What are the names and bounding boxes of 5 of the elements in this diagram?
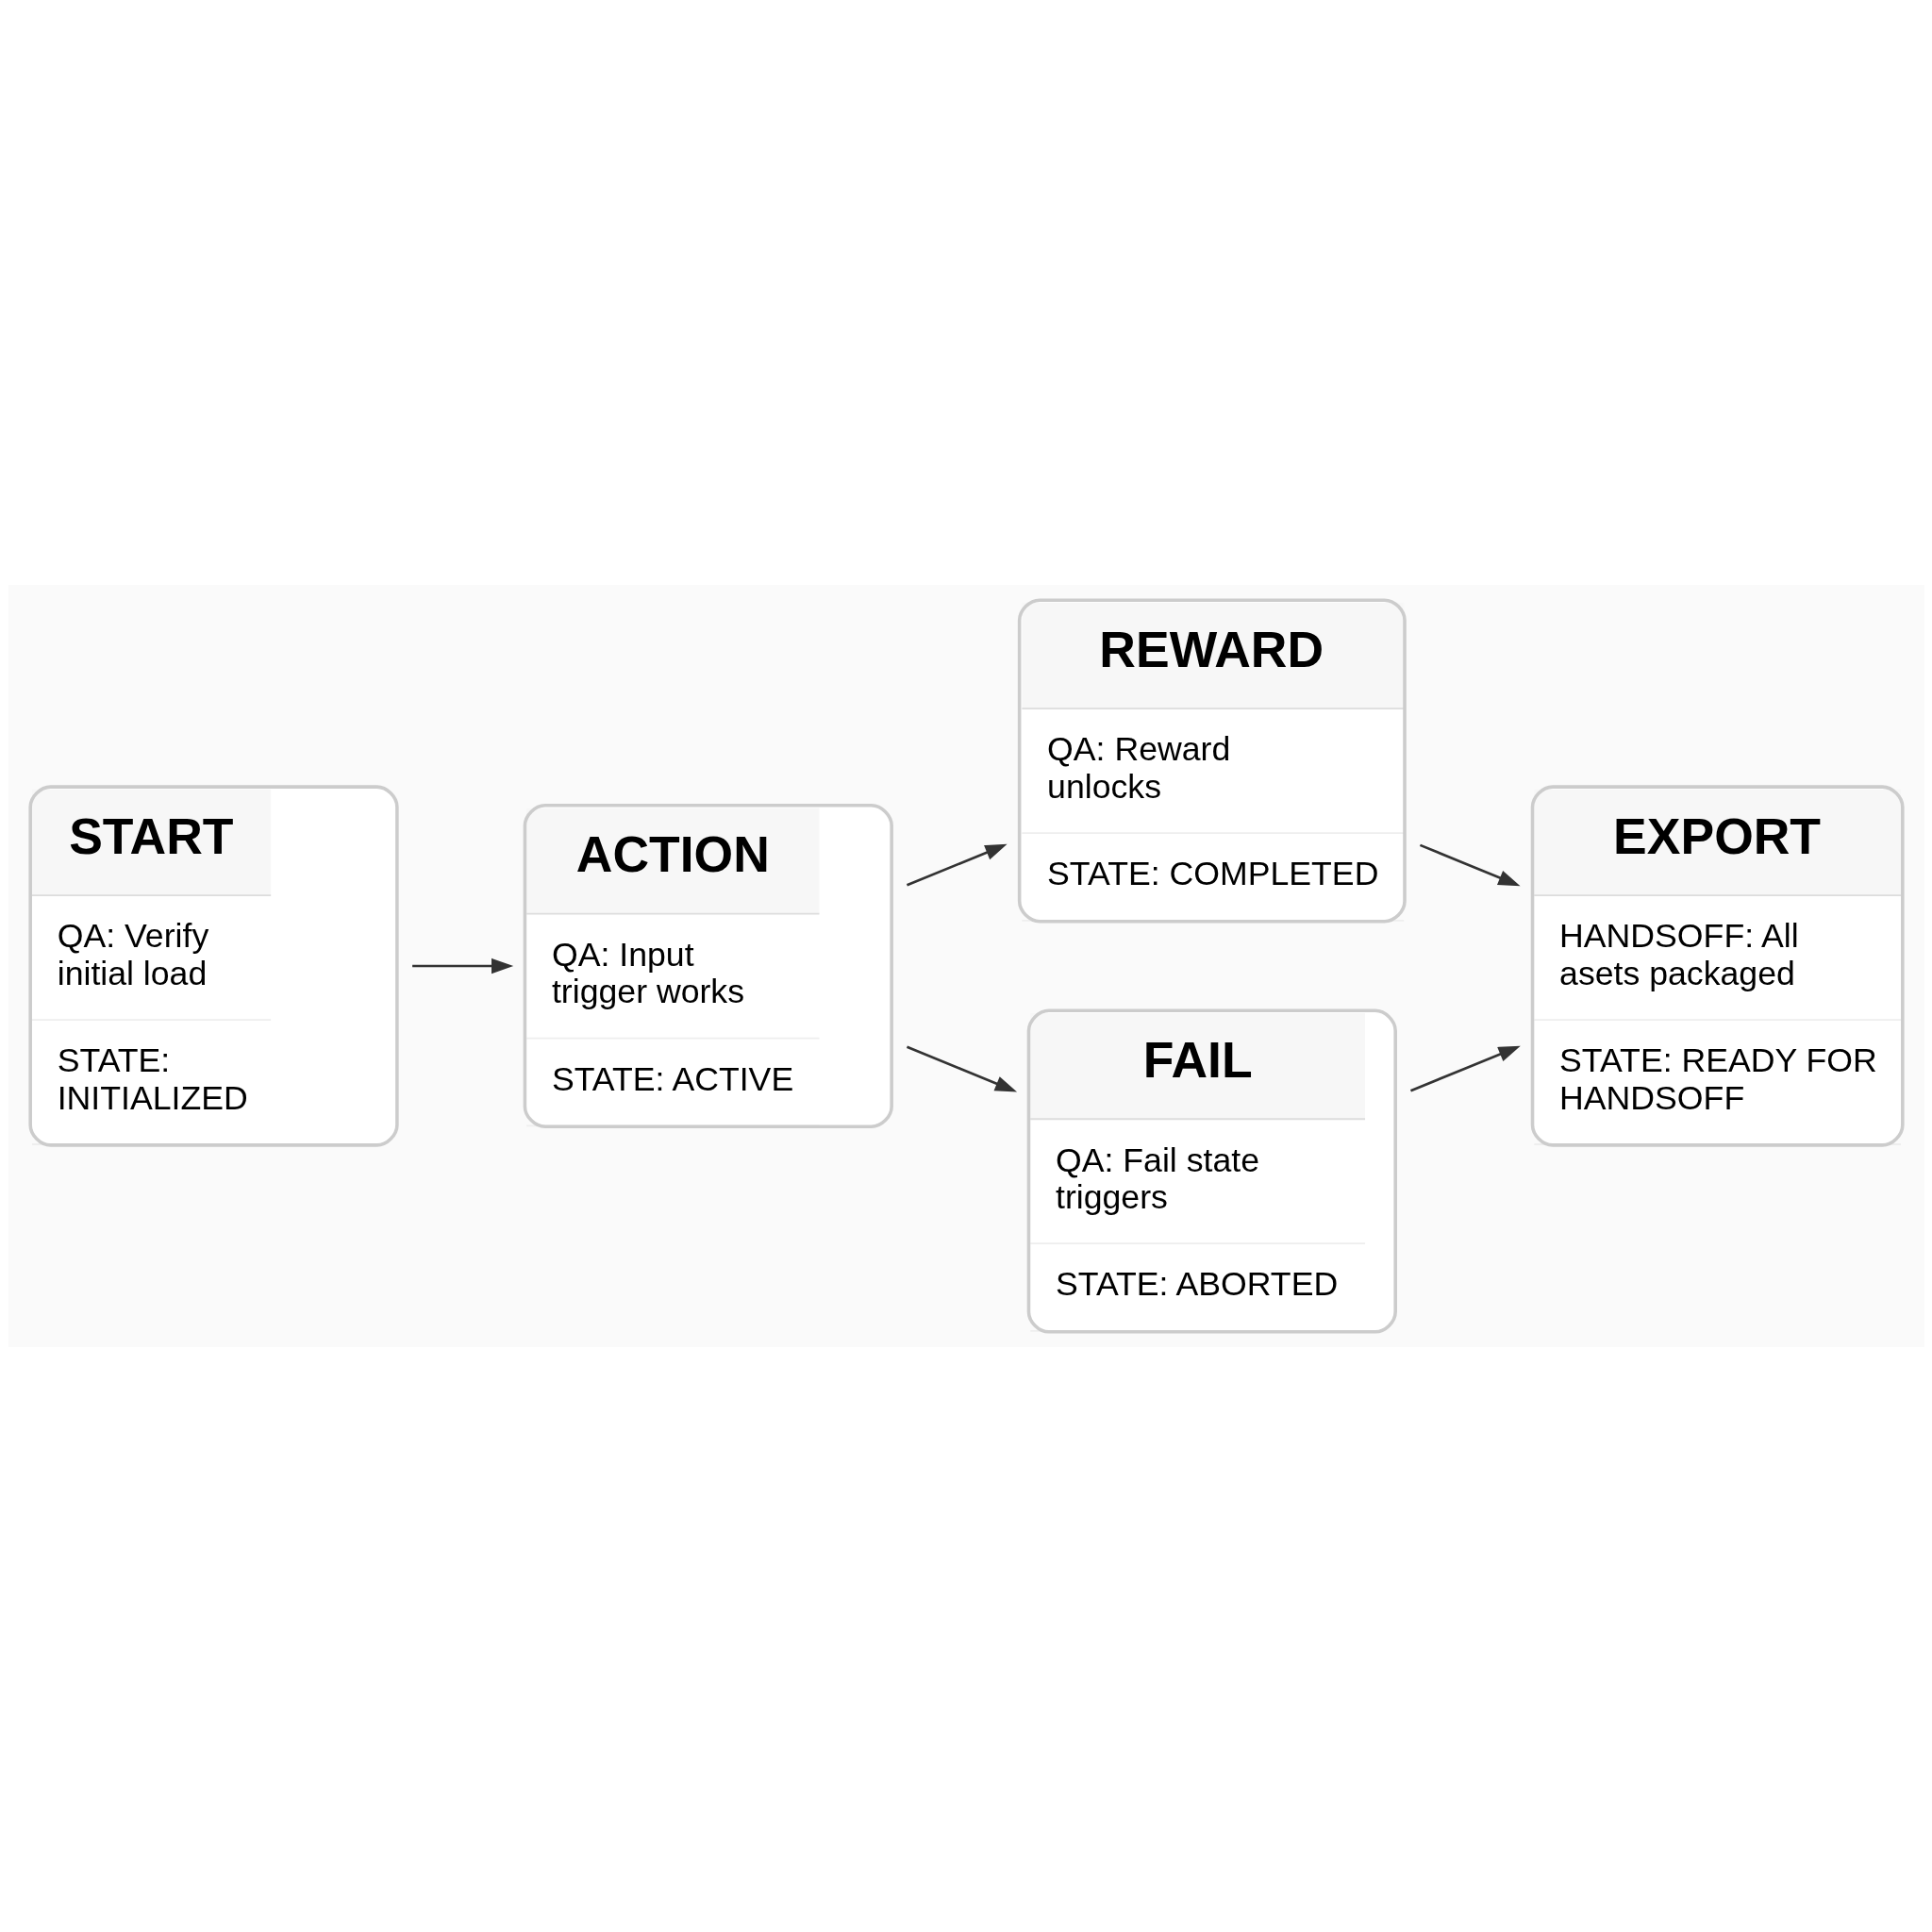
arrow: [1419, 843, 1521, 887]
arrow: [906, 843, 1008, 887]
arrow: [1409, 1045, 1521, 1092]
arrow: [411, 958, 513, 974]
arrow: [906, 1045, 1017, 1092]
